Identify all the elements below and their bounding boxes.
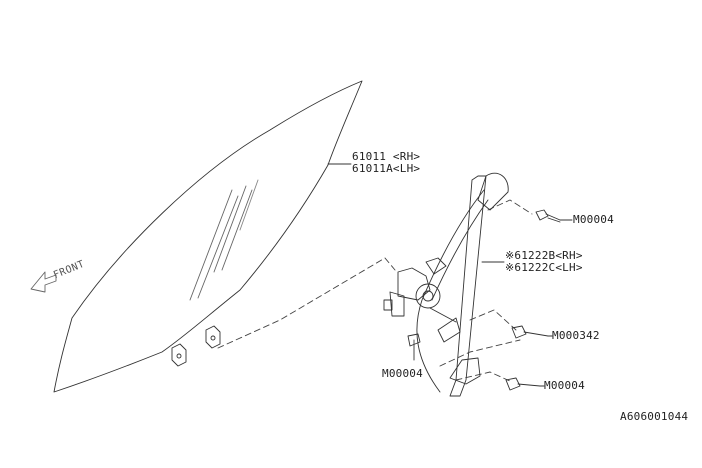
regulator-rail [437, 172, 509, 397]
alignment-dashes [217, 199, 533, 383]
lower-bolt-label: M00004 [544, 379, 585, 392]
motor-bolt-label: M00004 [382, 367, 423, 380]
regulator-part-number: ※61222B<RH> [505, 249, 583, 262]
bolt-upper-icon [535, 209, 561, 223]
regulator-cables [416, 189, 489, 393]
diagram-code: A606001044 [620, 410, 689, 423]
door-glass-outline [53, 80, 363, 393]
regulator-motor [383, 257, 447, 317]
front-arrow-icon [30, 271, 57, 293]
bolt-motor-icon [407, 333, 421, 361]
regulator-part-number-alt: ※61222C<LH> [505, 261, 583, 274]
glass-part-number-alt: 61011A<LH> [352, 162, 421, 175]
middle-bolt-label: M000342 [552, 329, 600, 342]
upper-bolt-label: M00004 [573, 213, 614, 226]
glass-part-number: 61011 <RH> [352, 150, 421, 163]
bolt-lower-icon [505, 377, 541, 391]
bolt-middle-icon [511, 325, 549, 339]
